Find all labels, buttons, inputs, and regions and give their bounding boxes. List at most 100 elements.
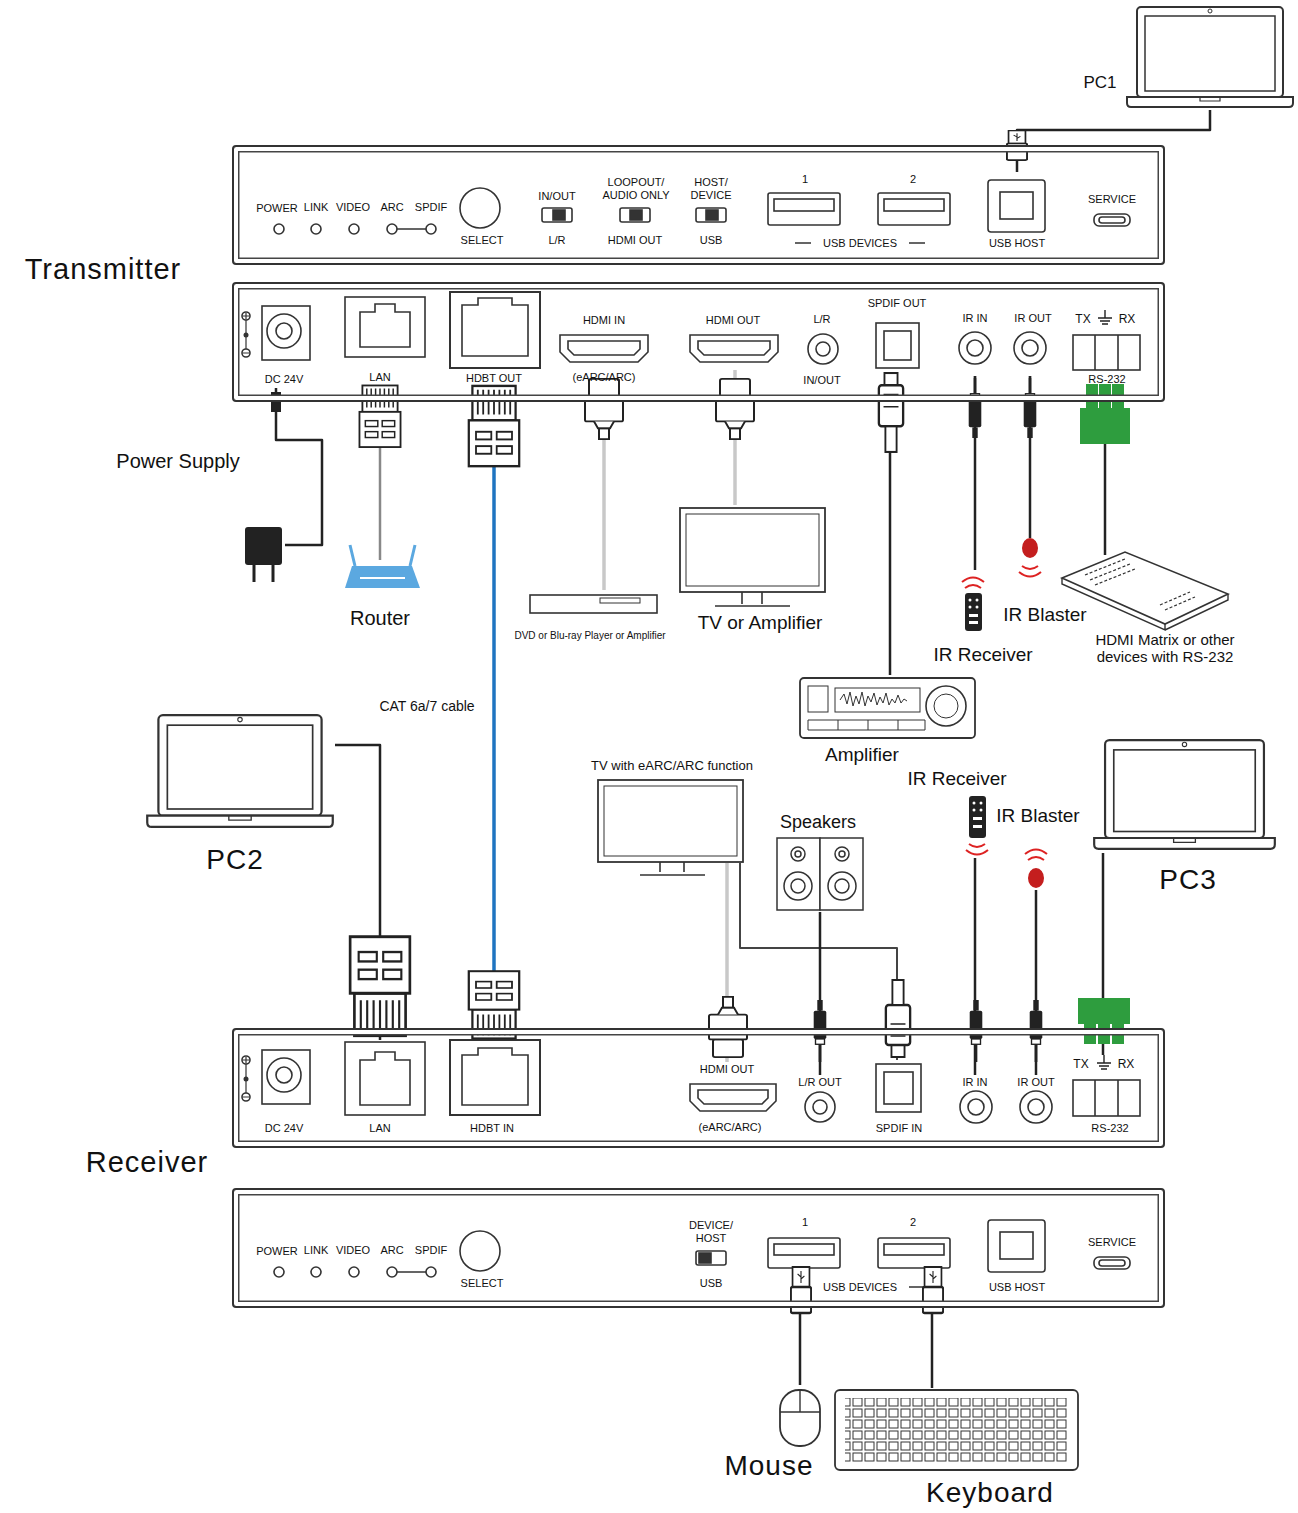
panel-label: USB: [700, 234, 723, 247]
cable-label: CAT 6a/7 cable: [377, 698, 476, 714]
usb-host-port: USB HOST: [985, 172, 1050, 252]
ir-in-port: IR IN: [952, 1075, 1002, 1140]
device-label: IR Blaster: [1003, 604, 1086, 626]
port-label: HDBT IN: [470, 1122, 514, 1135]
panel-label: SERVICE: [1088, 1236, 1136, 1249]
panel-label: ARC: [380, 1244, 403, 1257]
panel-label: ARC: [380, 201, 403, 214]
port-label: HDBT OUT: [466, 372, 522, 385]
port-label: SPDIF IN: [876, 1122, 922, 1135]
panel-label: L/R: [548, 234, 565, 247]
port-label: RX: [1119, 313, 1136, 327]
laptop-pc: PC3: [1090, 735, 1280, 853]
port-label: IR IN: [962, 312, 987, 325]
panel-label: LINK: [304, 201, 328, 214]
dc-port: DC 24V: [255, 1045, 313, 1137]
port-label: RX: [1118, 1058, 1135, 1072]
laptop-pc: PC1: [1080, 5, 1295, 110]
panel-label: SPDIF: [415, 201, 447, 214]
dc-port: DC 24V: [255, 300, 313, 388]
hdmi-out-port: HDMI OUT: [685, 310, 783, 370]
port-label: TX: [1073, 1058, 1088, 1072]
port-label: SPDIF OUT: [868, 297, 927, 310]
panel-label: USB HOST: [989, 1281, 1045, 1294]
laptop-pc: PC2: [145, 710, 335, 832]
hdbt-port: HDBT IN: [448, 1040, 543, 1137]
panel-label: Transmitter: [25, 253, 182, 286]
rs232-port: TX RX RS-232: [1068, 1055, 1146, 1137]
tv: TV or Amplifier: [680, 505, 830, 640]
speakers: Speakers: [770, 812, 870, 912]
device-label: Keyboard: [926, 1477, 1054, 1509]
device-label: Amplifier: [825, 744, 899, 766]
rs232-port: TX RX RS-232: [1068, 310, 1146, 386]
panel-label: HDMI OUT: [608, 234, 662, 247]
port-label: LAN: [369, 371, 390, 384]
port-label: HDMI OUT: [700, 1063, 754, 1076]
mouse: Mouse: [712, 1385, 827, 1485]
port-label: 2: [910, 1216, 916, 1229]
device-label: IR Receiver: [933, 644, 1032, 666]
usb-port: 1: [765, 1210, 845, 1270]
panel-label: VIDEO: [336, 1244, 370, 1257]
usb-port: 2: [875, 1210, 955, 1270]
panel-label: 1: [802, 173, 808, 186]
panel-label: LOOPOUT/ AUDIO ONLY: [599, 176, 674, 201]
port-label: RS-232: [1091, 1122, 1128, 1135]
device-label: TV with eARC/ARC function: [591, 759, 753, 774]
device-label: Speakers: [780, 812, 856, 833]
device-label: HDMI Matrix or other devices with RS-232: [1076, 631, 1254, 666]
device-label: PC2: [206, 844, 263, 876]
port-label: (eARC/ARC): [573, 371, 636, 384]
ir-in-port: IR IN: [950, 308, 1000, 378]
port-label: HDMI OUT: [706, 314, 760, 327]
lan-port: LAN: [340, 1040, 430, 1137]
device-label: Router: [350, 607, 410, 630]
device-label: TV or Amplifier: [698, 612, 823, 634]
panel-label: 2: [910, 173, 916, 186]
device-label: Mouse: [724, 1450, 813, 1482]
device-label: PC3: [1159, 864, 1216, 896]
panel-label: VIDEO: [336, 201, 370, 214]
port-label: USB HOST: [989, 237, 1045, 250]
hdbt-port: HDBT OUT: [448, 290, 543, 390]
panel-label: POWER: [256, 202, 298, 215]
hdmi-out-port: HDMI OUT (eARC/ARC): [683, 1062, 783, 1140]
cable: [492, 390, 496, 1040]
panel-label: USB: [700, 1277, 723, 1290]
port-label: L/R OUT: [798, 1076, 841, 1089]
panel-label: USB DEVICES: [823, 237, 897, 250]
spdif-port: SPDIF OUT: [865, 293, 932, 375]
power-supply: Power Supply: [95, 445, 285, 585]
panel-label: L/R: [813, 313, 830, 326]
cable: [276, 388, 322, 545]
port-label: 1: [802, 1216, 808, 1229]
rear-panel: ReceiverDC 24VLANHDBT INHDMI OUT(eARC/AR…: [232, 1028, 1165, 1148]
port-label: IR OUT: [1014, 312, 1051, 325]
panel-label: IN/OUT: [803, 374, 840, 387]
amplifier: Amplifier: [795, 675, 980, 767]
panel-label: IN/OUT: [538, 190, 575, 203]
tv: TV with eARC/ARC function: [575, 758, 775, 863]
ir-out-port: IR OUT: [1007, 308, 1062, 378]
port-label: TX: [1075, 313, 1090, 327]
panel-label: POWER: [256, 1245, 298, 1258]
panel-label: LINK: [304, 1244, 328, 1257]
port-label: RS-232: [1088, 373, 1125, 386]
panel-label: SPDIF: [415, 1244, 447, 1257]
port-label: (eARC/ARC): [699, 1121, 762, 1134]
ir-blaster: IR Blaster: [990, 538, 1100, 630]
port-label: LAN: [369, 1122, 390, 1135]
front-panel: POWERLINKVIDEOARCSPDIFSELECTIN/OUTL/RLOO…: [232, 145, 1165, 265]
device-label: IR Receiver: [907, 768, 1006, 790]
audio-out-port: L/R OUT: [795, 1075, 845, 1140]
device-label: PC1: [1083, 73, 1116, 93]
ir-blaster: IR Blaster: [985, 805, 1095, 890]
panel-label: DEVICE/ HOST: [686, 1219, 736, 1244]
hdmi-in-port: HDMI IN(eARC/ARC): [555, 310, 653, 385]
lan-port: LAN: [340, 293, 430, 385]
port-label: DC 24V: [265, 1122, 304, 1135]
hdmi-matrix: HDMI Matrix or other devices with RS-232: [1055, 555, 1255, 670]
cable: [1017, 110, 1210, 172]
